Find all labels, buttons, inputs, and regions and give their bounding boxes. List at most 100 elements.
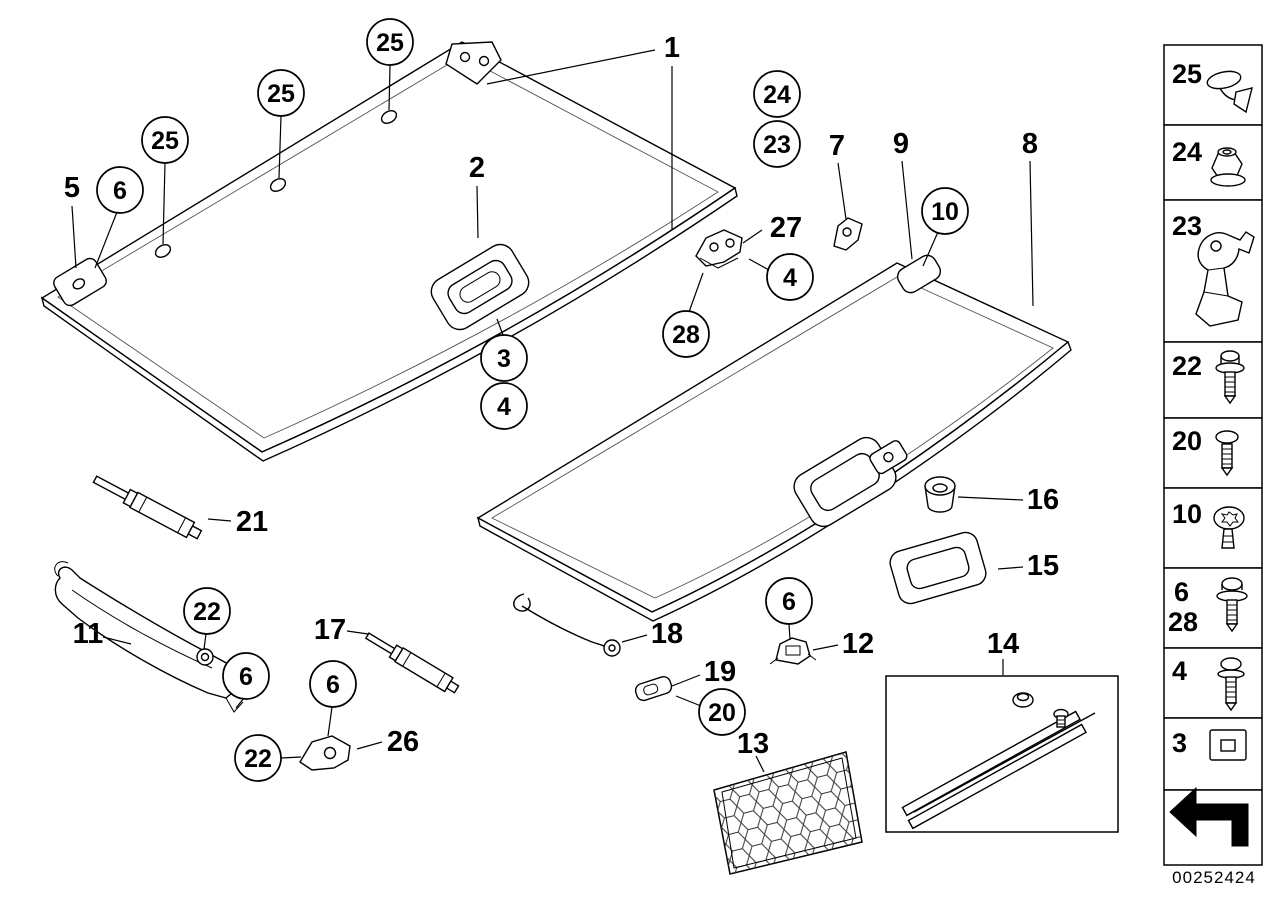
callout-5[interactable]: 5	[64, 172, 80, 204]
leader-lines	[71, 49, 1034, 773]
callout-14[interactable]: 14	[987, 628, 1019, 660]
callout-1[interactable]: 1	[664, 32, 680, 64]
support-bracket-icon	[1195, 231, 1255, 327]
callout-circle-28[interactable]: 28	[662, 310, 710, 358]
flange-nut-icon	[1210, 147, 1246, 187]
pull-cable-18	[513, 593, 621, 657]
legend-item-20[interactable]: 20	[1163, 417, 1263, 489]
callout-15[interactable]: 15	[1027, 550, 1059, 582]
callout-circle-6b[interactable]: 6	[222, 652, 270, 700]
upper-floor-panel	[40, 41, 738, 462]
svg-text:10: 10	[931, 198, 959, 226]
direction-arrow-icon	[1169, 786, 1249, 847]
callout-circle-3[interactable]: 3	[480, 334, 528, 382]
bracket-7	[833, 217, 863, 251]
svg-text:28: 28	[672, 321, 700, 349]
callout-18[interactable]: 18	[651, 618, 683, 650]
legend-item-24[interactable]: 24	[1163, 124, 1263, 201]
callout-7[interactable]: 7	[829, 130, 845, 162]
rubber-mat-15	[889, 531, 987, 605]
callout-circle-4b[interactable]: 4	[480, 382, 528, 430]
callout-circle-24[interactable]: 24	[753, 70, 801, 118]
washer-screw-icon	[1216, 577, 1248, 633]
legend-item-25[interactable]: 25	[1163, 44, 1263, 126]
svg-text:24: 24	[763, 81, 791, 109]
callout-circle-10[interactable]: 10	[921, 187, 969, 235]
handle-recess-lower	[793, 436, 908, 528]
legend-item-6-28[interactable]: 6 28	[1163, 567, 1263, 649]
callout-21[interactable]: 21	[236, 506, 268, 538]
legend-item-arrow[interactable]	[1163, 786, 1263, 866]
callout-circle-22b[interactable]: 22	[234, 734, 282, 782]
svg-text:20: 20	[708, 699, 736, 727]
handle-recess-upper	[430, 243, 530, 331]
callout-27[interactable]: 27	[770, 212, 802, 244]
legend-item-3[interactable]: 3	[1163, 717, 1263, 791]
callout-circle-6a[interactable]: 6	[96, 166, 144, 214]
callout-11[interactable]: 11	[73, 618, 104, 650]
pan-head-screw-icon	[1215, 430, 1239, 477]
callout-circle-6c[interactable]: 6	[309, 660, 357, 708]
callout-9[interactable]: 9	[893, 128, 909, 160]
panel-holes	[154, 110, 398, 258]
grommet-16	[924, 476, 956, 513]
callout-16[interactable]: 16	[1027, 484, 1059, 516]
svg-text:4: 4	[783, 264, 797, 292]
svg-text:25: 25	[151, 127, 179, 155]
svg-text:20: 20	[1172, 426, 1202, 456]
legend-item-22[interactable]: 22	[1163, 341, 1263, 419]
callout-8[interactable]: 8	[1022, 128, 1038, 160]
svg-text:22: 22	[244, 745, 272, 773]
gas-strut-17	[364, 632, 460, 694]
legend-item-4[interactable]: 4	[1163, 647, 1263, 719]
svg-text:25: 25	[1172, 59, 1202, 89]
callout-13[interactable]: 13	[737, 728, 769, 760]
callout-12[interactable]: 12	[842, 628, 874, 660]
fastener-legend: 25 24 23	[1163, 44, 1263, 887]
legend-item-23[interactable]: 23	[1163, 199, 1263, 343]
shoulder-screw-icon	[1215, 350, 1245, 405]
torx-screw-icon	[1213, 506, 1245, 549]
callout-circle-22a[interactable]: 22	[183, 587, 231, 635]
svg-text:6: 6	[782, 588, 796, 616]
callout-circle-6d[interactable]: 6	[765, 577, 813, 625]
callout-circle-4a[interactable]: 4	[766, 253, 814, 301]
svg-text:3: 3	[1172, 728, 1187, 758]
trim-clip-icon	[1206, 70, 1253, 114]
callout-17[interactable]: 17	[314, 614, 346, 646]
callout-circle-23[interactable]: 23	[753, 120, 801, 168]
diagram-number: 00252424	[1172, 868, 1256, 887]
bracket-27	[695, 229, 743, 269]
plain-callouts: 1 2 5 7 9 8 27 21 11 17 18 19 12 13 14 1…	[64, 32, 1059, 760]
circled-callouts: 25 25 25 6 24 23 10 4 28 3 4 22 6 6 22 2…	[96, 18, 969, 782]
svg-text:28: 28	[1168, 607, 1198, 637]
legend-item-10[interactable]: 10	[1163, 487, 1263, 569]
rail-kit-box-14	[885, 675, 1119, 833]
callout-2[interactable]: 2	[469, 152, 485, 184]
svg-text:4: 4	[1172, 656, 1187, 686]
corner-plate-left	[53, 257, 107, 307]
svg-text:6: 6	[1174, 577, 1189, 607]
svg-text:6: 6	[113, 177, 127, 205]
callout-circle-25b[interactable]: 25	[257, 69, 305, 117]
svg-text:6: 6	[326, 671, 340, 699]
callout-circle-20[interactable]: 20	[698, 688, 746, 736]
svg-text:3: 3	[497, 345, 511, 373]
svg-text:25: 25	[376, 29, 404, 57]
hex-bolt-icon	[1217, 657, 1245, 712]
clip-19	[634, 676, 673, 702]
svg-text:22: 22	[1172, 351, 1202, 381]
svg-text:4: 4	[497, 393, 511, 421]
lower-floor-panel	[476, 254, 1072, 622]
callout-circle-25c[interactable]: 25	[141, 116, 189, 164]
corner-plate-top	[445, 41, 502, 85]
svg-text:10: 10	[1172, 499, 1202, 529]
svg-text:23: 23	[1172, 211, 1202, 241]
svg-text:22: 22	[193, 598, 221, 626]
callout-26[interactable]: 26	[387, 726, 419, 758]
vent-grille-13	[713, 751, 863, 875]
callout-19[interactable]: 19	[704, 656, 736, 688]
callout-circle-25a[interactable]: 25	[366, 18, 414, 66]
gas-strut-21	[92, 475, 203, 540]
